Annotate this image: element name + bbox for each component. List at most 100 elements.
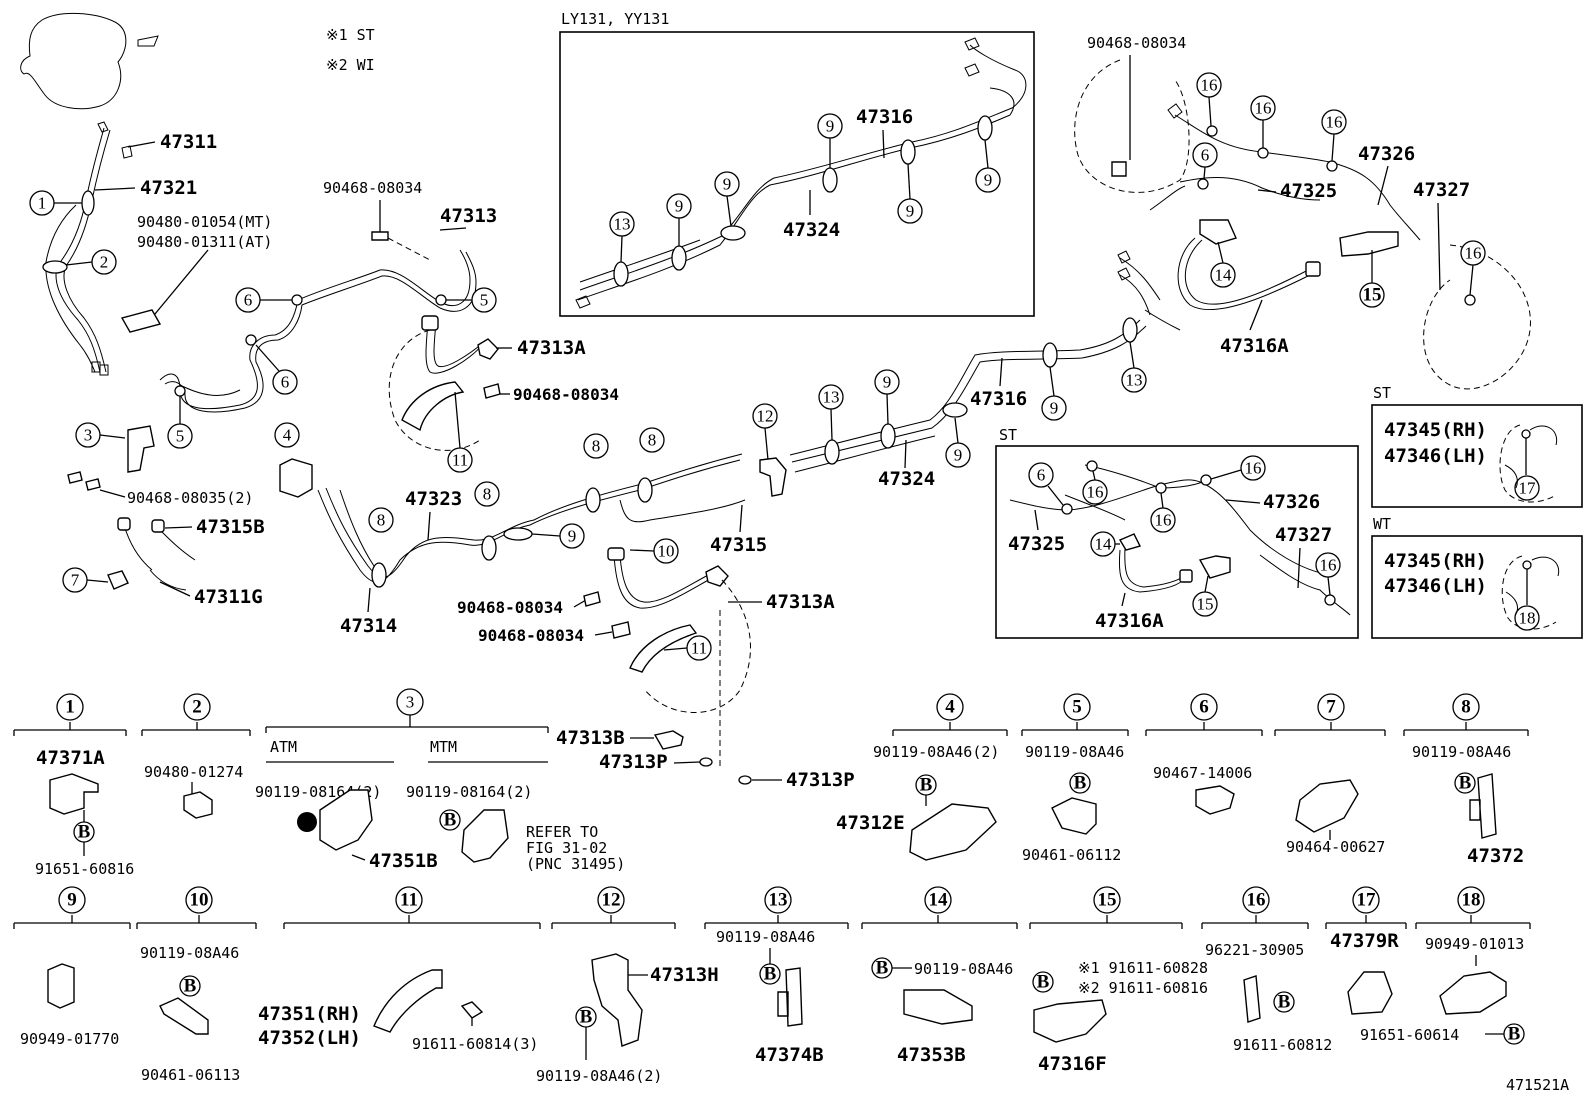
- svg-text:8: 8: [377, 511, 386, 530]
- callout-11-b: 11: [663, 635, 712, 661]
- d12-part: [591, 953, 643, 1047]
- d14-bolt-marker: B: [871, 957, 893, 979]
- svg-text:B: B: [580, 1007, 593, 1028]
- d18-part: [1439, 971, 1507, 1015]
- st-label-47326: 47326: [1263, 491, 1320, 513]
- d4-bolt-marker: B: [915, 774, 937, 796]
- callout-8-a: 8: [368, 507, 394, 533]
- master-cylinder-outline: [20, 12, 159, 110]
- wt-small-callout-18: 18: [1514, 605, 1540, 631]
- d17-top: 47379R: [1330, 930, 1399, 952]
- d3-part: 47351B: [369, 850, 438, 872]
- label-47313A-b: 47313A: [766, 591, 835, 613]
- svg-text:13: 13: [769, 890, 788, 911]
- tube-47313A-upper: [388, 315, 499, 451]
- d11-bolt: [460, 1001, 484, 1019]
- svg-text:5: 5: [480, 291, 489, 310]
- clamp-12-part: [759, 457, 787, 497]
- d14-top: 90119-08A46: [914, 960, 1013, 978]
- st-small-box: [1371, 404, 1583, 508]
- d8-top: 90119-08A46: [1412, 743, 1511, 761]
- d3-mtm: MTM: [430, 738, 457, 756]
- svg-text:B: B: [1508, 1024, 1521, 1045]
- st-small-hose: [1504, 425, 1558, 489]
- r-callout-16-a: 16: [1196, 72, 1222, 127]
- d18-bot: 91651-60614: [1360, 1026, 1459, 1044]
- svg-text:B: B: [1459, 773, 1472, 794]
- label-90468-a: 90468-08034: [323, 179, 422, 197]
- svg-text:9: 9: [675, 197, 684, 216]
- svg-text:15: 15: [1197, 595, 1214, 614]
- svg-text:16: 16: [1245, 459, 1262, 478]
- callout-6-b: 6: [255, 344, 298, 395]
- d3-atm: ATM: [270, 738, 297, 756]
- svg-text:13: 13: [614, 215, 631, 234]
- callout-8-b: 8: [474, 481, 500, 507]
- d10-bot: 90461-06113: [141, 1066, 240, 1084]
- svg-text:9: 9: [1050, 399, 1059, 418]
- svg-text:7: 7: [1326, 697, 1336, 718]
- label-47325: 47325: [1280, 180, 1337, 202]
- detail-row-1: [13, 715, 1529, 763]
- d9-bot: 90949-01770: [20, 1030, 119, 1048]
- ly-label-47316: 47316: [856, 106, 913, 128]
- d18-bolt-marker: B: [1503, 1023, 1525, 1045]
- st-small-callout-17: 17: [1514, 475, 1540, 501]
- st-callout-15: 15: [1192, 575, 1218, 617]
- figure-id: 471521A: [1506, 1076, 1569, 1094]
- ly-callout-9-c: 9: [817, 113, 843, 168]
- st-callout-16-a: 16: [1082, 470, 1108, 505]
- svg-text:11: 11: [452, 451, 468, 470]
- st-callout-14: 14: [1090, 531, 1120, 557]
- wt-lh: 47346(LH): [1384, 575, 1487, 597]
- detail-row-2: [13, 915, 1531, 929]
- st-callout-16-c: 16: [1210, 455, 1266, 481]
- tube-47311-47321: [42, 121, 133, 376]
- svg-text:8: 8: [483, 485, 492, 504]
- d17-part: [1347, 971, 1393, 1015]
- svg-text:6: 6: [281, 373, 290, 392]
- d11-rh: 47351(RH): [258, 1003, 361, 1025]
- label-90480-at: 90480-01311(AT): [137, 233, 272, 251]
- d8-bot: 47372: [1467, 845, 1524, 867]
- svg-text:6: 6: [1199, 697, 1209, 718]
- svg-text:B: B: [444, 810, 457, 831]
- label-90468-08035: 90468-08035(2): [127, 489, 253, 507]
- label-47315: 47315: [710, 534, 767, 556]
- callout-5-b: 5: [167, 396, 193, 449]
- callout-9-c: 9: [945, 417, 971, 468]
- svg-text:3: 3: [406, 693, 415, 712]
- svg-text:11: 11: [400, 890, 418, 911]
- detail-callout-3: 3: [396, 688, 424, 716]
- d15-part: [1033, 999, 1107, 1043]
- label-47313: 47313: [440, 205, 497, 227]
- svg-text:18: 18: [1462, 890, 1481, 911]
- label-90468-b: 90468-08034: [513, 385, 619, 404]
- r-callout-16-c: 16: [1321, 109, 1347, 162]
- r-callout-14: 14: [1210, 241, 1236, 288]
- ly-box-title: LY131, YY131: [561, 10, 669, 28]
- bolt-47313B: [653, 730, 684, 750]
- svg-text:5: 5: [176, 427, 185, 446]
- d18-top: 90949-01013: [1425, 935, 1524, 953]
- svg-text:2: 2: [100, 253, 109, 272]
- grommet-part: [120, 309, 162, 333]
- svg-text:6: 6: [1201, 146, 1210, 165]
- svg-text:17: 17: [1519, 479, 1537, 498]
- detail-callout-8: 8: [1452, 693, 1480, 721]
- d11-lh: 47352(LH): [258, 1027, 361, 1049]
- detail-callout-6: 6: [1190, 693, 1218, 721]
- svg-text:9: 9: [568, 527, 577, 546]
- detail-callout-13: 13: [764, 886, 792, 914]
- d4-part-label: 47312E: [836, 812, 905, 834]
- svg-text:B: B: [78, 822, 91, 843]
- label-90468-c: 90468-08034: [457, 598, 563, 617]
- tube-47326-47325: [1149, 103, 1421, 241]
- r-callout-15: 15: [1359, 250, 1385, 308]
- detail-callout-17: 17: [1352, 886, 1380, 914]
- st-inset-title: ST: [999, 426, 1017, 444]
- svg-text:B: B: [764, 964, 777, 985]
- label-47314: 47314: [340, 615, 397, 637]
- callout-4: 4: [274, 422, 300, 448]
- svg-text:15: 15: [1363, 285, 1382, 306]
